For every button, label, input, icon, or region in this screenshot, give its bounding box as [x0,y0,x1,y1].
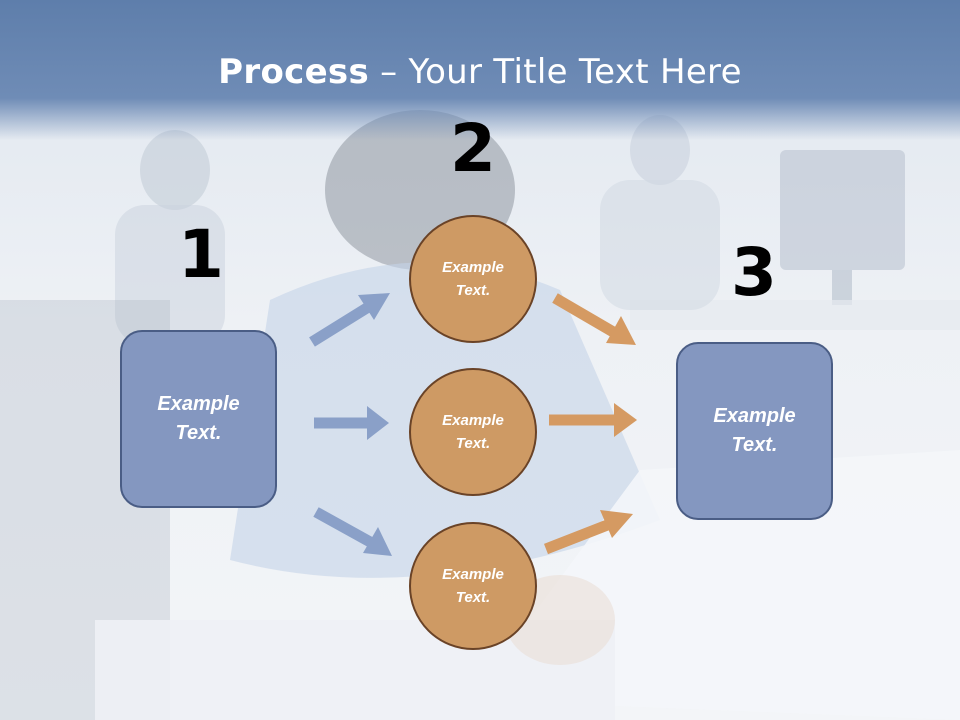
title-rest-part: – Your Title Text Here [369,52,742,92]
step-3-box-text: Example Text. [713,405,796,456]
title-bold-part: Process [218,52,370,92]
slide-title: Process – Your Title Text Here [0,52,960,92]
step-number-3: 3 [731,234,777,311]
title-band [0,0,960,140]
step-1-box: Example Text. [120,330,277,508]
step-2-circle-top: Example Text. [409,215,537,343]
step-2-circle-middle: Example Text. [409,368,537,496]
step-number-1: 1 [178,216,224,293]
step-number-2: 2 [450,110,496,187]
step-3-box: Example Text. [676,342,833,520]
circle-bottom-text: Example Text. [442,566,504,606]
circle-middle-text: Example Text. [442,412,504,452]
circle-top-text: Example Text. [442,259,504,299]
step-1-box-text: Example Text. [157,393,240,444]
step-2-circle-bottom: Example Text. [409,522,537,650]
